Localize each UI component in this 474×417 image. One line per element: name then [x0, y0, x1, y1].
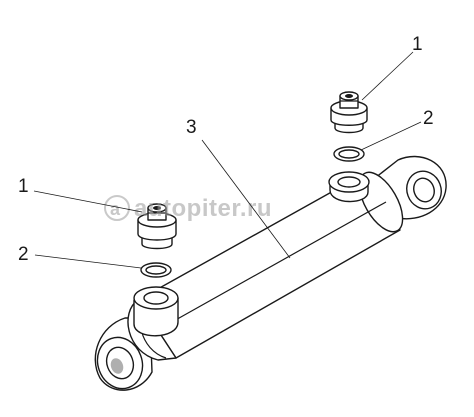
leader-ring-left	[34, 254, 142, 269]
callout-cylinder: 3	[186, 117, 197, 138]
ring-left	[140, 262, 172, 278]
callout-ring-top: 2	[423, 108, 434, 129]
leader-fitting-left	[33, 190, 143, 213]
fitting-left	[137, 203, 177, 250]
callout-fitting-left: 1	[18, 176, 29, 197]
fitting-top	[330, 91, 368, 134]
left-port-boss	[133, 286, 179, 337]
left-clevis-eye	[94, 317, 153, 391]
watermark-a-glyph: a	[110, 199, 121, 219]
leader-ring-top	[360, 121, 422, 151]
cylinder-body	[94, 155, 447, 391]
leader-cylinder	[201, 139, 291, 259]
leader-lines	[33, 51, 422, 269]
leader-fitting-top	[361, 51, 414, 101]
ring-top	[333, 146, 365, 162]
watermark: a autopiter.ru	[104, 195, 272, 222]
watermark-text: autopiter.ru	[134, 195, 272, 222]
right-port-boss	[328, 171, 370, 203]
callout-ring-left: 2	[18, 244, 29, 265]
callout-fitting-top: 1	[412, 34, 423, 55]
